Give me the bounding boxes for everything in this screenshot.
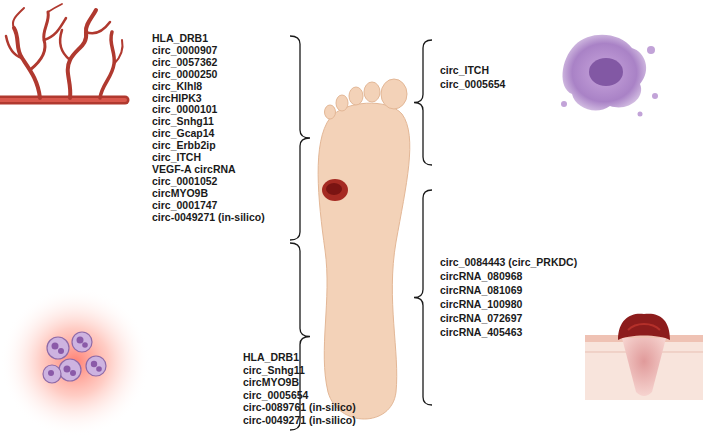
circrna-label: circRNA_080968 bbox=[440, 270, 522, 282]
circrna-label: circ_Gcap14 bbox=[152, 127, 214, 139]
blood-vessels bbox=[0, 4, 125, 100]
circrna-label: circRNA_072697 bbox=[440, 312, 522, 324]
circrna-label: circRNA_081069 bbox=[440, 284, 522, 296]
circrna-label: circ_0000250 bbox=[152, 68, 217, 80]
circrna-label: circHIPK3 bbox=[152, 92, 202, 104]
circrna-label: circMYO9B bbox=[243, 376, 299, 388]
circrna-label: circ_0000101 bbox=[152, 103, 217, 115]
circrna-label: circ_ITCH bbox=[440, 64, 489, 76]
circrna-label: circ-0049271 (in-silico) bbox=[152, 211, 265, 223]
circrna-label: circ_Snhg11 bbox=[243, 364, 305, 376]
circrna-label: circ_0001747 bbox=[152, 199, 217, 211]
circrna-label: VEGF-A circRNA bbox=[152, 163, 236, 175]
inflammatory-cells bbox=[0, 287, 150, 436]
circrna-label: circ_Erbb2ip bbox=[152, 139, 216, 151]
circrna-label: circ_0005654 bbox=[243, 389, 308, 401]
circrna-label: circ_0001052 bbox=[152, 175, 217, 187]
curly-brace bbox=[414, 190, 432, 405]
circrna-label: circ_ITCH bbox=[152, 151, 201, 163]
circrna-label: circRNA_100980 bbox=[440, 298, 522, 310]
cell bbox=[561, 35, 658, 117]
foot bbox=[318, 79, 410, 419]
circrna-label: circ_0005654 bbox=[440, 78, 505, 90]
circrna-label: circ_0057362 bbox=[152, 56, 217, 68]
circrna-label: circ_0084443 (circ_PRKDC) bbox=[440, 256, 577, 268]
circrna-label: circ_0000907 bbox=[152, 44, 217, 56]
circrna-label: circMYO9B bbox=[152, 187, 208, 199]
circrna-label: circ-0089761 (in-silico) bbox=[243, 401, 356, 413]
circrna-label: HLA_DRB1 bbox=[152, 32, 208, 44]
circrna-label: circRNA_405463 bbox=[440, 326, 522, 338]
circrna-label: circ_Klhl8 bbox=[152, 80, 202, 92]
curly-brace bbox=[414, 40, 432, 165]
curly-brace bbox=[290, 36, 310, 240]
circrna-label: circ-0049271 (in-silico) bbox=[243, 414, 356, 426]
skin-wound bbox=[585, 314, 703, 400]
brackets bbox=[290, 36, 432, 430]
circrna-label: circ_Snhg11 bbox=[152, 115, 214, 127]
circrna-label: HLA_DRB1 bbox=[243, 351, 299, 363]
